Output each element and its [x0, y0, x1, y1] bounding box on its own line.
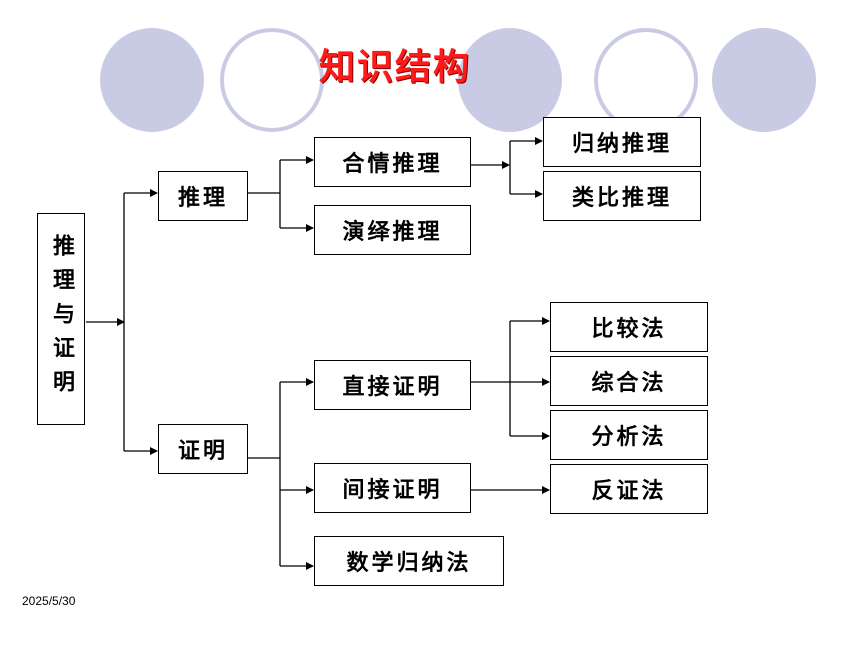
- node-analysis-method: 分析法: [550, 410, 708, 460]
- page-title: 知识结构: [318, 47, 471, 88]
- decor-circle: [100, 28, 204, 132]
- node-inductive-reasoning: 归纳推理: [543, 117, 701, 167]
- node-direct-proof: 直接证明: [314, 360, 471, 410]
- node-mathematical-induction: 数学归纳法: [314, 536, 504, 586]
- node-contradiction-method: 反证法: [550, 464, 708, 514]
- node-comparison-method: 比较法: [550, 302, 708, 352]
- decor-ring: [220, 28, 324, 132]
- node-synthesis-method: 综合法: [550, 356, 708, 406]
- node-proof: 证明: [158, 424, 248, 474]
- node-analogical-reasoning: 类比推理: [543, 171, 701, 221]
- decor-circle: [458, 28, 562, 132]
- node-plausible-reasoning: 合情推理: [314, 137, 471, 187]
- slide-date: 2025/5/30: [22, 594, 76, 608]
- node-deductive-reasoning: 演绎推理: [314, 205, 471, 255]
- node-root: 推理与证明: [37, 213, 85, 425]
- decor-circle: [712, 28, 816, 132]
- node-reasoning: 推理: [158, 171, 248, 221]
- node-indirect-proof: 间接证明: [314, 463, 471, 513]
